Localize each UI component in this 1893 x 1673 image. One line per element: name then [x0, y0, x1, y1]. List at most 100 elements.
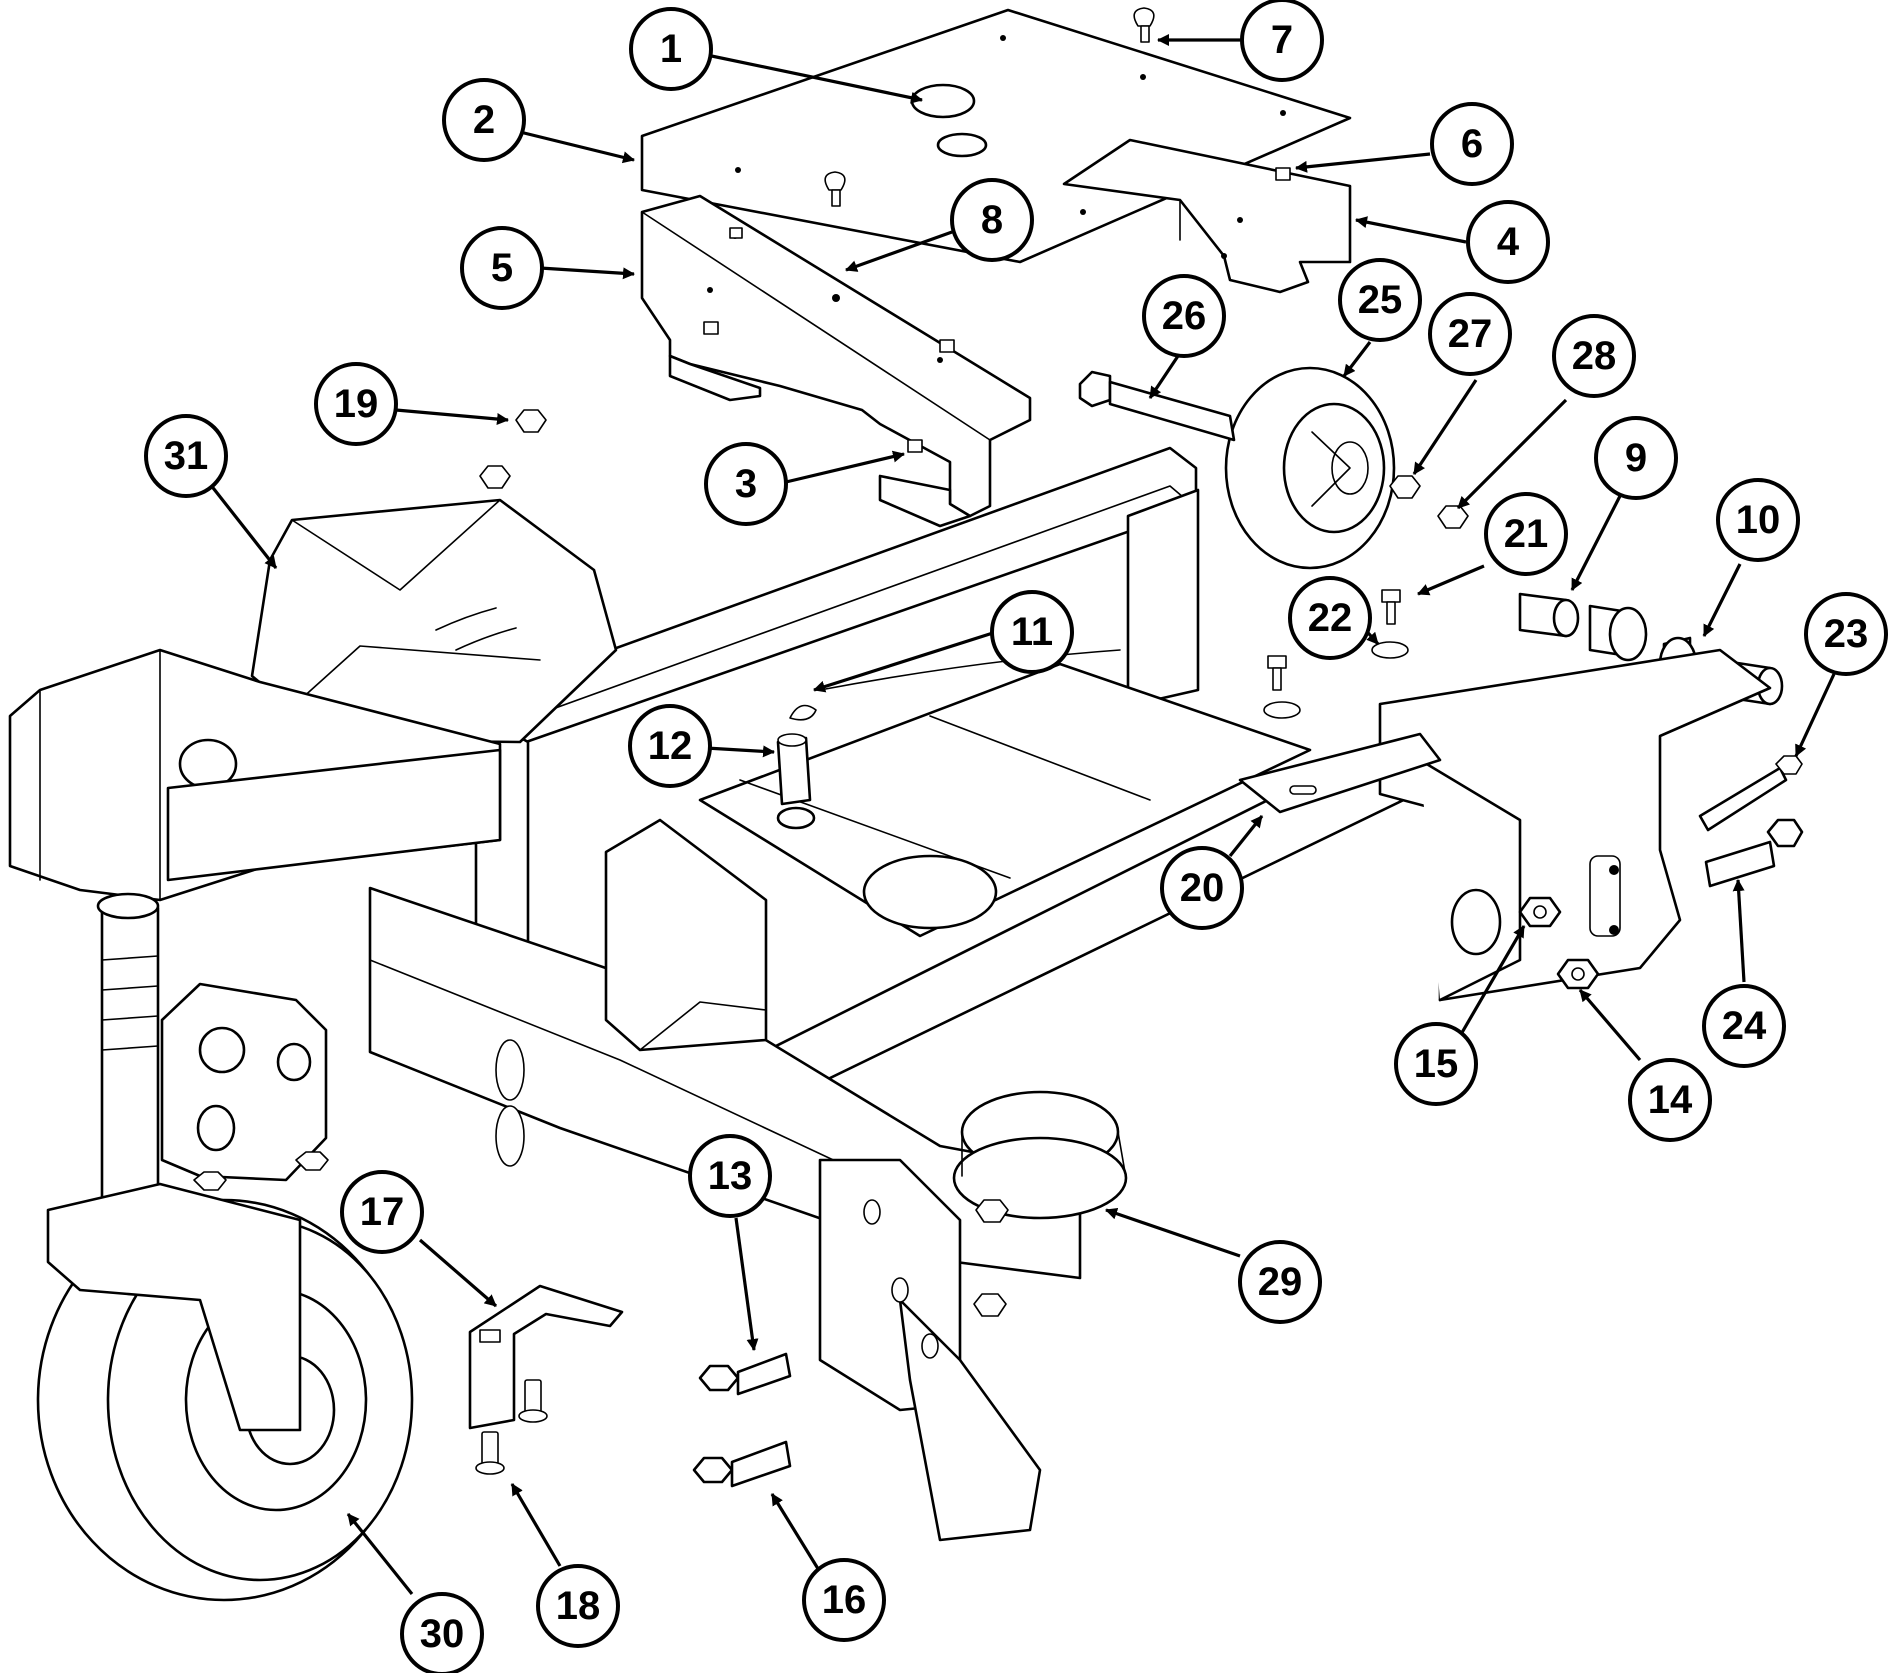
callout-18: 18: [536, 1564, 620, 1648]
callout-label: 21: [1504, 512, 1549, 556]
leader-30: [346, 1513, 414, 1595]
leader-1: [701, 52, 923, 104]
leader-29: [1105, 1207, 1241, 1258]
leader-19: [395, 408, 509, 425]
flange-nut: [479, 409, 547, 489]
callout-26: 26: [1142, 274, 1226, 358]
callout-label: 5: [491, 246, 513, 290]
leader-10: [1702, 563, 1742, 637]
leader-13: [734, 1217, 759, 1351]
leader-26: [1148, 355, 1180, 399]
callout-label: 28: [1572, 334, 1617, 378]
leader-23: [1794, 673, 1836, 757]
leader-20: [1228, 815, 1264, 857]
callout-label: 30: [420, 1612, 465, 1656]
leader-31: [208, 483, 278, 569]
callout-31: 31: [144, 414, 228, 498]
callout-label: 20: [1180, 866, 1225, 910]
callout-label: 16: [822, 1578, 867, 1622]
parts-drawing: [8, 7, 1804, 1602]
callout-label: 13: [708, 1154, 753, 1198]
callout-label: 24: [1722, 1004, 1767, 1048]
leader-18: [510, 1483, 562, 1567]
leader-5: [539, 266, 635, 280]
caster-post: [96, 892, 160, 1208]
callout-13: 13: [688, 1134, 772, 1218]
leader-16: [770, 1493, 822, 1573]
wheel-axle-bolt: [1078, 370, 1236, 442]
callout-7: 7: [1240, 0, 1324, 82]
wheel-nut: [1389, 475, 1469, 529]
leader-6: [1295, 152, 1431, 173]
leader-lines: [208, 34, 1836, 1595]
callout-label: 26: [1162, 294, 1207, 338]
leader-25: [1342, 341, 1372, 377]
leader-4: [1355, 216, 1467, 244]
callout-label: 1: [660, 27, 682, 71]
callout-label: 17: [360, 1190, 405, 1234]
front-arm-assembly: [8, 648, 502, 902]
callout-21: 21: [1484, 492, 1568, 576]
callout-label: 6: [1461, 122, 1483, 166]
front-bracket-plate: [640, 194, 1032, 528]
callout-10: 10: [1716, 478, 1800, 562]
callout-8: 8: [950, 178, 1034, 262]
callout-11: 11: [990, 590, 1074, 674]
spindle-pulley: [952, 1090, 1128, 1220]
callout-label: 4: [1497, 220, 1520, 264]
callout-label: 27: [1448, 312, 1493, 356]
pivot-bracket: [160, 982, 329, 1191]
leader-12: [705, 745, 775, 758]
callout-1: 1: [629, 7, 713, 91]
callout-24: 24: [1702, 984, 1786, 1068]
callout-27: 27: [1428, 292, 1512, 376]
callout-label: 31: [164, 434, 209, 478]
callout-label: 19: [334, 382, 379, 426]
callout-23: 23: [1804, 592, 1888, 676]
callout-4: 4: [1466, 200, 1550, 284]
callout-16: 16: [802, 1558, 886, 1642]
deck-guard: [250, 498, 618, 744]
leader-15: [1458, 925, 1526, 1037]
callout-label: 8: [981, 198, 1003, 242]
hex-nut: [1518, 896, 1600, 990]
callout-25: 25: [1338, 258, 1422, 342]
wing-nut: [824, 7, 1155, 207]
callout-28: 28: [1552, 314, 1636, 398]
callout-label: 10: [1736, 498, 1781, 542]
bolt-and-washer: [1263, 589, 1409, 719]
leader-11: [813, 630, 997, 693]
callout-5: 5: [460, 226, 544, 310]
callout-label: 15: [1414, 1042, 1459, 1086]
callout-15: 15: [1394, 1022, 1478, 1106]
callout-label: 25: [1358, 278, 1403, 322]
leader-17: [418, 1238, 498, 1308]
hex-bolt-right: [1698, 755, 1804, 888]
callout-14: 14: [1628, 1058, 1712, 1142]
leader-21: [1417, 564, 1485, 596]
chute-bracket: [468, 1284, 624, 1430]
callout-label: 29: [1258, 1260, 1303, 1304]
callout-22: 22: [1288, 576, 1372, 660]
leader-27: [1412, 379, 1478, 475]
callout-label: 9: [1625, 436, 1647, 480]
callout-label: 23: [1824, 612, 1869, 656]
callout-12: 12: [628, 704, 712, 788]
rear-bracket-plate: [1062, 138, 1352, 294]
callout-label: 11: [1011, 610, 1053, 654]
callout-2: 2: [442, 78, 526, 162]
callout-17: 17: [340, 1170, 424, 1254]
top-cover-plate: [640, 8, 1352, 264]
callout-6: 6: [1430, 102, 1514, 186]
leader-3: [785, 450, 905, 484]
leader-14: [1578, 988, 1642, 1062]
rear-roller-wheel: [1224, 366, 1396, 570]
callout-label: 3: [735, 462, 757, 506]
leader-24: [1732, 879, 1746, 983]
hex-bolt: [692, 1352, 792, 1488]
callout-3: 3: [704, 442, 788, 526]
callouts: 1 2 3 4 5 6 7 8 9 10 11 12 13 14 15 16 1…: [144, 0, 1888, 1673]
callout-20: 20: [1160, 846, 1244, 930]
leader-9: [1570, 495, 1622, 591]
